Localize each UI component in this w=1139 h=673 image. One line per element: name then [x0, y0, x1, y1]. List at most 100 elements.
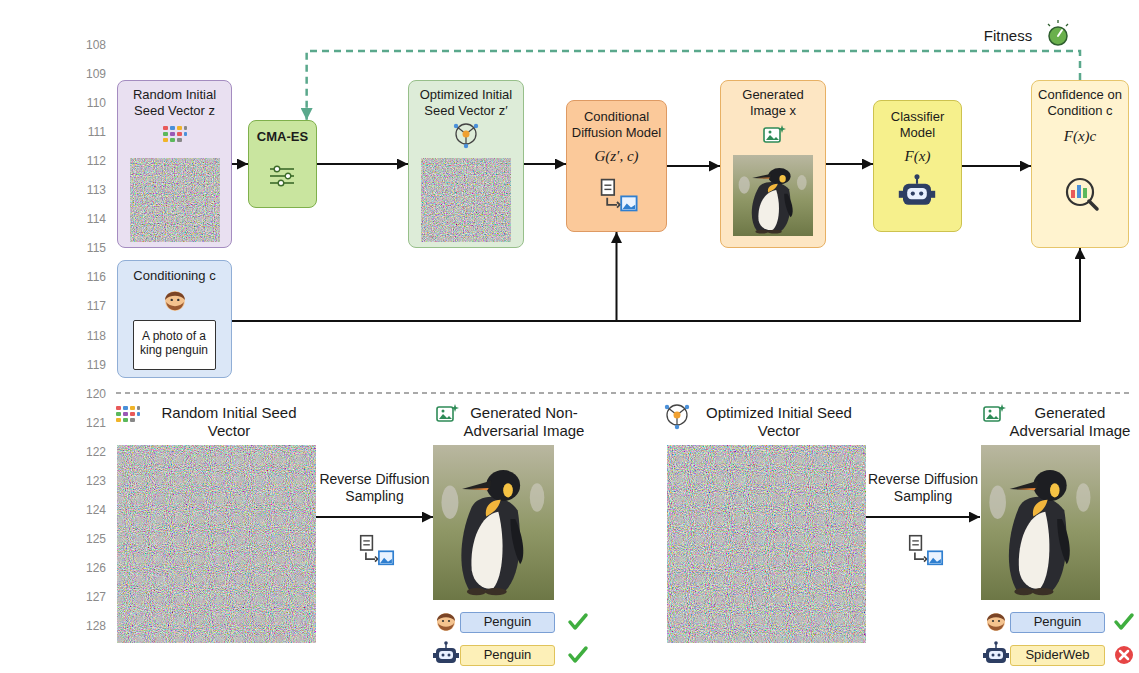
node-title: Generated Adversarial Image [1006, 404, 1134, 440]
flow-arrow [826, 163, 873, 165]
conditioning-box: Conditioning c A photo of a king penguin [117, 260, 232, 378]
model-label-tag: SpiderWeb [1010, 645, 1105, 666]
line-number: 110 [72, 96, 106, 110]
image-box: Generated Image x [720, 80, 826, 248]
line-number: 122 [72, 445, 106, 459]
text-slot: 125 [72, 532, 106, 546]
seed-vector-box: Optimized Initial Seed Vector z′ [408, 80, 524, 248]
icons [116, 20, 1133, 664]
human-label-tag: Penguin [460, 612, 555, 633]
prompt-box: A photo of a king penguin [133, 320, 216, 370]
node-title: A photo of a king penguin [137, 329, 212, 358]
flow-arrow [667, 165, 720, 167]
noise-image-panel: Optimized Initial Seed Vector [667, 403, 866, 643]
line-number: 121 [72, 416, 106, 430]
edge-label: Reverse Diffusion Sampling [315, 471, 435, 505]
text-slot: 112 [72, 154, 106, 168]
text-slot: Conditioning c [121, 268, 228, 284]
text-slot: F(x) [877, 147, 958, 165]
text-slot: Classifier Model [877, 109, 958, 140]
node-title: Conditional Diffusion Model [570, 109, 663, 140]
line-number: 112 [72, 154, 106, 168]
line-number: 113 [72, 183, 106, 197]
node-title: Optimized Initial Seed Vector [693, 404, 865, 440]
line-number: 109 [72, 67, 106, 81]
formula-text: G(z′, c) [570, 147, 663, 165]
text-slot: 126 [72, 561, 106, 575]
text-slot: 122 [72, 445, 106, 459]
node-title: Penguin [1013, 614, 1102, 630]
text-slot: 123 [72, 474, 106, 488]
flow-arrow [232, 248, 1080, 321]
magnifier-icon [1067, 179, 1097, 209]
line-number: 128 [72, 619, 106, 633]
flow-arrow [316, 516, 433, 518]
text-slot: 115 [72, 241, 106, 255]
node-title: SpiderWeb [1013, 647, 1102, 663]
line-number: 119 [72, 358, 106, 372]
line-number: 114 [72, 212, 106, 226]
node-title: Random Initial Seed Vector [143, 404, 315, 440]
text-slot: Optimized Initial Seed Vector [693, 404, 865, 440]
text-slot: Penguin [1013, 614, 1102, 630]
text-slot: G(z′, c) [570, 147, 663, 165]
section-divider [116, 392, 1133, 393]
line-number: 125 [72, 532, 106, 546]
text-slot: Generated Image x [724, 87, 822, 118]
flow-arrow [962, 165, 1031, 167]
flow-arrow [317, 163, 408, 165]
text-slot: Reverse Diffusion Sampling [863, 471, 983, 505]
text-slot: 120 [72, 387, 106, 401]
node-title: Classifier Model [877, 109, 958, 140]
flow-arrow [866, 516, 980, 518]
line-number: 124 [72, 503, 106, 517]
text-slot: Conditional Diffusion Model [570, 109, 663, 140]
text-slot: A photo of a king penguin [137, 329, 212, 358]
text-slot: Generated Adversarial Image [1006, 404, 1134, 440]
node-title: Penguin [463, 614, 552, 630]
classifier-box: Classifier ModelF(x) [873, 100, 962, 232]
optimizer-box: CMA-ES [248, 120, 317, 208]
noise-image-panel: Random Initial Seed Vector [117, 403, 316, 643]
text-slot: 128 [72, 619, 106, 633]
line-number: 115 [72, 241, 106, 255]
generated-image-panel: Generated Adversarial Image [980, 403, 1135, 600]
node-title: Conditioning c [121, 268, 228, 284]
node-title: Optimized Initial Seed Vector z′ [412, 87, 520, 118]
line-number: 111 [72, 125, 106, 139]
confidence-box: Confidence on Condition c F(x)c [1031, 80, 1129, 248]
line-number: 117 [72, 299, 106, 313]
generated-image-panel: Generated Non-Adversarial Image [433, 403, 590, 600]
text-slot: 116 [72, 270, 106, 284]
text-slot: Fitness [973, 27, 1043, 45]
text-slot: Penguin [463, 614, 552, 630]
text-slot: 108 [72, 38, 106, 52]
text-slot: 114 [72, 212, 106, 226]
text-slot: Random Initial Seed Vector [143, 404, 315, 440]
flow-arrow [232, 163, 248, 165]
model-box: Conditional Diffusion ModelG(z′, c) [566, 100, 667, 232]
fitness-gauge [1048, 20, 1068, 45]
seed-vector-box: Random Initial Seed Vector z [117, 80, 232, 248]
node-title: Penguin [463, 647, 552, 663]
line-number: 120 [72, 387, 106, 401]
node-title: Random Initial Seed Vector z [121, 87, 228, 118]
slider-icon [270, 166, 294, 186]
text-slot: 110 [72, 96, 106, 110]
noise-seed-images [117, 158, 866, 643]
text-slot: 113 [72, 183, 106, 197]
formula-text: F(x) [877, 147, 958, 165]
text-slot: Penguin [463, 647, 552, 663]
text-slot: 117 [72, 299, 106, 313]
text-slot: CMA-ES [252, 129, 313, 145]
edge-label: Fitness [973, 27, 1043, 45]
line-number: 116 [72, 270, 106, 284]
text-slot: Confidence on Condition c [1034, 87, 1126, 118]
text-slot: Optimized Initial Seed Vector z′ [412, 87, 520, 118]
human-label-tag: Penguin [1010, 612, 1105, 633]
text-slot: 127 [72, 590, 106, 604]
text-slot: F(x)c [1034, 127, 1126, 145]
text-slot: Random Initial Seed Vector z [121, 87, 228, 118]
